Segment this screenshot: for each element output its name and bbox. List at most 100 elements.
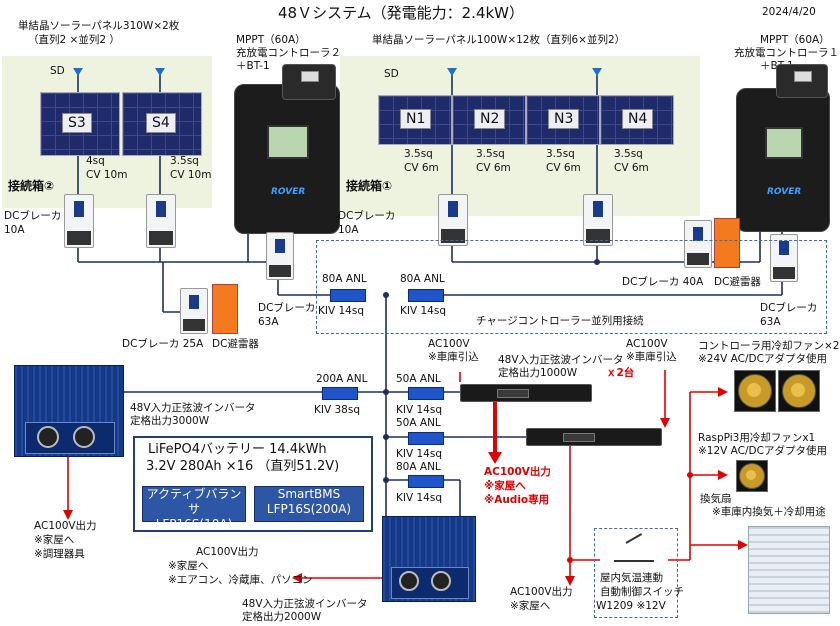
kiv-3-label: KIV 14sq: [396, 404, 442, 416]
anl-80a-3-label: 80A ANL: [396, 461, 441, 473]
left-cable1-size: 4sq: [86, 155, 105, 167]
left-cable1-type: CV 10m: [86, 169, 128, 181]
switch-icon: [614, 546, 654, 562]
bt-module-2: [282, 64, 336, 100]
inv1000-b-dest: ※車庫引込: [626, 351, 677, 363]
n3-cable-type: CV 6m: [546, 162, 581, 174]
dc-surge-left-label: DC避雷器: [212, 338, 259, 350]
controller-fan-2: [778, 370, 820, 412]
inv1000-b-ac: AC100V: [626, 338, 668, 350]
inverter-2000w: [382, 516, 476, 602]
switch-line1: 屋内気温連動: [600, 572, 663, 584]
left-sd-label: SD: [50, 65, 65, 77]
smart-bms-model: LFP16S(200A): [266, 502, 352, 516]
dc-breaker-63a-right-rating: 63A: [760, 316, 781, 328]
n2-cable-type: CV 6m: [476, 162, 511, 174]
left-cable2-size: 3.5sq: [170, 155, 199, 167]
panel-label-s4: S4: [146, 113, 176, 133]
bt-module-1: [776, 64, 828, 98]
switch-line2: 自動制御スイッチ: [600, 586, 684, 598]
controller-fan-title: コントローラ用冷却ファン×2: [698, 340, 840, 352]
switch-ac-dest: ※家屋へ: [510, 600, 551, 612]
dc-breaker-s4: [146, 194, 176, 248]
kiv-5-label: KIV 14sq: [396, 492, 442, 504]
controller1-spec: MPPT（60A）: [760, 34, 830, 46]
parallel-note: チャージコントローラー並列用接続: [476, 315, 644, 327]
right-sd-label: SD: [384, 68, 399, 80]
dc-breaker-40a-label: DCブレーカ 40A: [622, 276, 704, 288]
inv1000-rating: 定格出力1000W: [498, 367, 578, 379]
controller-fan-1: [734, 370, 776, 412]
n1-cable-size: 3.5sq: [404, 148, 433, 160]
pi-fan: [736, 460, 768, 492]
n1-cable-type: CV 6m: [404, 162, 439, 174]
smart-bms-name: SmartBMS: [277, 487, 341, 501]
inverter-3000w-use: ※調理器具: [34, 548, 85, 560]
panel-label-s3: S3: [62, 113, 92, 133]
anl-50a-1-label: 50A ANL: [396, 373, 441, 385]
right-breaker-rating: 10A: [338, 224, 359, 236]
inverter-3000w-type: 48V入力正弦波インバータ: [130, 402, 256, 414]
left-cable2-type: CV 10m: [170, 169, 212, 181]
page-title: 48Ｖシステム（発電能力：2.4kW）: [278, 4, 525, 22]
inv1000-a-dest: ※車庫引込: [428, 351, 479, 363]
dc-breaker-n34: [583, 194, 613, 246]
date-label: 2024/4/20: [762, 6, 816, 18]
right-array-title: 単結晶ソーラーパネル100W×12枚（直列6×並列2）: [372, 34, 626, 46]
inverter-3000w-rating: 定格出力3000W: [130, 415, 210, 427]
dc-breaker-63a-left: [266, 232, 294, 280]
inverter-1000w-b: [526, 428, 662, 446]
controller2-bt: ＋BT-1: [236, 60, 270, 72]
charge-controller-1: ROVER: [736, 88, 830, 232]
left-breaker-label: DCブレーカ: [4, 210, 62, 222]
parallel-connection-box: [316, 240, 827, 334]
active-balancer: アクティブバランサ LFP16S(10A): [142, 486, 246, 531]
anl-fuse-80a-3: [408, 475, 444, 488]
battery-capacity: LiFePO4バッテリー 14.4kWh: [148, 442, 327, 457]
audio-dest: ※家屋へ: [484, 480, 526, 492]
n4-cable-type: CV 6m: [614, 162, 649, 174]
pi-fan-title: RaspPi3用冷却ファンx1: [698, 432, 816, 444]
solar-panel-n1: [378, 95, 452, 145]
inv1000-a-ac: AC100V: [428, 338, 470, 350]
switch-ac-out: AC100V出力: [510, 586, 573, 598]
anl-50a-2-label: 50A ANL: [396, 417, 441, 429]
inverter-2000w-type: 48V入力正弦波インバータ: [242, 598, 368, 610]
inverter-2000w-out: AC100V出力: [196, 546, 259, 558]
controller-fan-note: ※24V AC/DCアダプタ使用: [698, 353, 827, 365]
inv1000-type: 48V入力正弦波インバータ: [498, 354, 624, 366]
switch-line3: W1209 ※12V: [596, 600, 666, 612]
controller2-spec: MPPT（60A）: [236, 34, 306, 46]
panel-label-n1: N1: [400, 109, 432, 129]
anl-fuse-80a-1: [330, 289, 366, 302]
anl-fuse-50a-2: [408, 432, 444, 445]
dc-breaker-63a-left-label: DCブレーカ: [258, 302, 316, 314]
controller2-name: 充放電コントローラ２: [236, 47, 341, 59]
exhaust-fan: [748, 526, 830, 614]
anl-fuse-80a-2: [408, 289, 444, 302]
left-breaker-rating: 10A: [4, 224, 25, 236]
kiv-38-label: KIV 38sq: [314, 404, 360, 416]
dc-breaker-63a-left-rating: 63A: [258, 316, 279, 328]
inverter-3000w-out: AC100V出力: [34, 520, 97, 532]
solar-panel-n3: [526, 95, 600, 145]
controller1-name: 充放電コントローラ１: [734, 47, 839, 59]
n3-cable-size: 3.5sq: [546, 148, 575, 160]
inv1000-count: ｘ2台: [606, 367, 635, 379]
kiv-2-label: KIV 14sq: [400, 305, 446, 317]
dc-breaker-25a: [180, 288, 208, 334]
active-balancer-name: アクティブバランサ: [146, 487, 242, 516]
kiv-1-label: KIV 14sq: [318, 305, 364, 317]
left-array-title: 単結晶ソーラーパネル310W×2枚: [18, 20, 180, 32]
dc-breaker-n12: [438, 194, 468, 246]
inverter-2000w-rating: 定格出力2000W: [242, 611, 322, 623]
junction-box-2-label: 接続箱②: [8, 179, 55, 193]
inverter-3000w-dest: ※家屋へ: [34, 534, 75, 546]
panel-label-n3: N3: [548, 109, 580, 129]
dc-breaker-63a-right: [770, 234, 798, 282]
dc-breaker-63a-right-label: DCブレーカ: [760, 302, 818, 314]
audio-output: AC100V出力: [484, 466, 551, 478]
dc-surge-arrester-right: [714, 218, 740, 268]
battery-config: 3.2V 280Ah ×16 （直列51.2V): [146, 459, 340, 474]
